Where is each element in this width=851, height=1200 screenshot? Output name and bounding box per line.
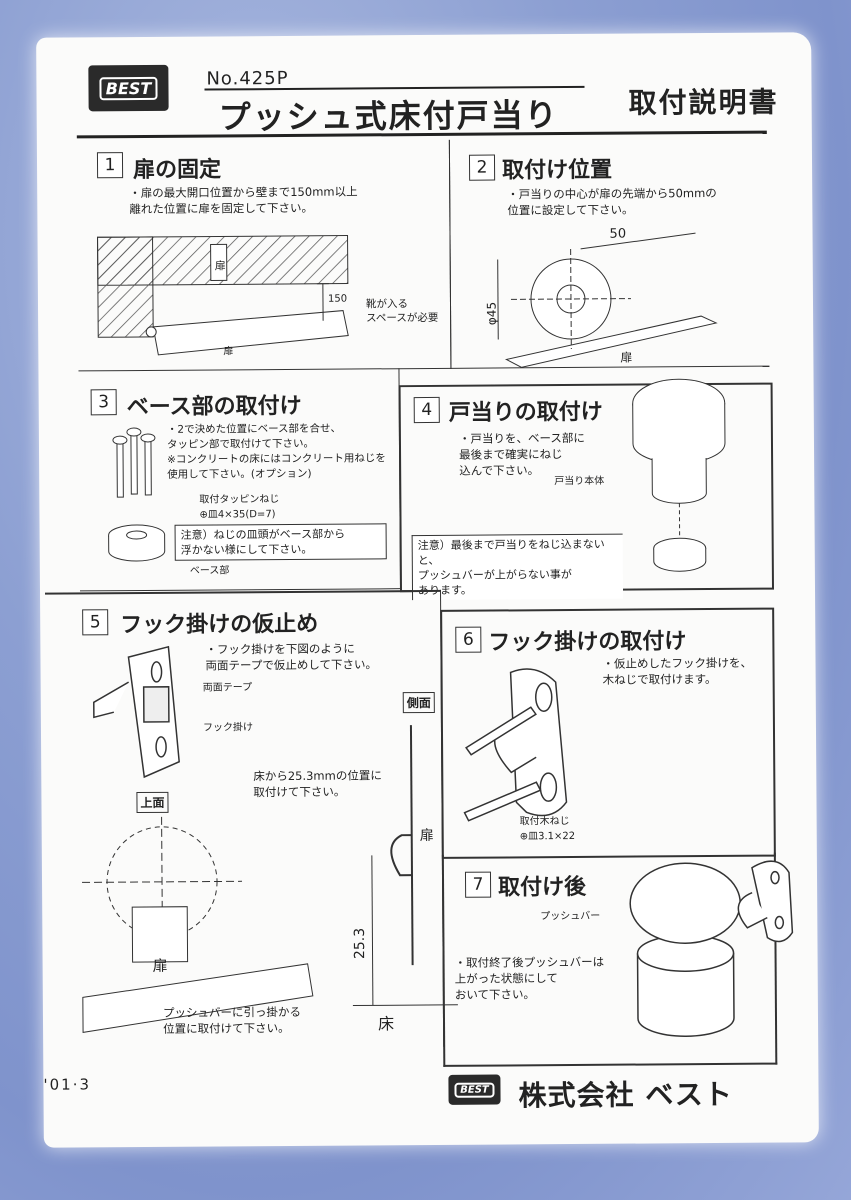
section-6-screw-spec: ⊕皿3.1×22 — [519, 830, 576, 843]
section-5-hook-diagram — [93, 645, 180, 779]
section-1-dim: 150 — [327, 293, 348, 305]
section-5-topview-diagram — [82, 725, 458, 1034]
section-5-position-text: 床から25.3mmの位置に 取付けて下さい。 — [253, 768, 382, 800]
section-5-dim: 25.3 — [351, 927, 369, 960]
section-2-diagram — [497, 232, 718, 368]
section-3-title: ベース部の取付け — [126, 393, 302, 421]
company-name: 株式会社 ベスト — [518, 1077, 733, 1113]
section-5-floor-label: 床 — [377, 1014, 395, 1034]
section-1-door-label: 扉 — [223, 346, 234, 358]
section-2-door-label: 扉 — [620, 350, 633, 365]
section-3-caution: 注意）ねじの皿頭がベース部から 浮かない様にして下さい。 — [174, 523, 387, 561]
page-title: プッシュ式床付戸当り — [218, 96, 559, 137]
footer-brand-logo: BEST — [448, 1074, 501, 1105]
section-5-side-label: 側面 — [402, 691, 435, 714]
footer-brand-text: BEST — [454, 1082, 495, 1098]
section-4-number: 4 — [413, 396, 440, 424]
section-5-title: フック掛けの仮止め — [120, 611, 319, 639]
section-7-title: 取付け後 — [497, 874, 587, 901]
section-5-hook-label: フック掛け — [202, 722, 253, 734]
section-1-number: 1 — [96, 152, 124, 179]
section-4-body-label: 戸当り本体 — [554, 475, 605, 488]
section-3-text: ・2で決めた位置にベース部を合せ、 タッピン部で取付けて下さい。 ※コンクリート… — [166, 422, 386, 481]
section-5-top-label: 上面 — [136, 791, 169, 814]
brand-logo: BEST — [88, 64, 169, 112]
section-4-title: 戸当りの取付け — [448, 399, 603, 426]
section-1-diagram — [97, 235, 349, 356]
section-4-caution: 注意）最後まで戸当りをねじ込まないと、 プッシュバーが上がらない事が あります。 — [411, 533, 624, 601]
brand-logo-text: BEST — [99, 76, 158, 100]
section-2-number: 2 — [468, 154, 496, 181]
section-7-diagram — [629, 860, 794, 1037]
section-2-text: ・戸当りの中心が扉の先端から50mmの 位置に設定して下さい。 — [507, 185, 717, 218]
section-7-number: 7 — [464, 871, 492, 898]
section-5-door-label: 扉 — [152, 956, 168, 975]
instruction-sheet: BEST No.425P プッシュ式床付戸当り 取付説明書 1 扉の固定 ・扉の… — [36, 32, 819, 1148]
model-number: No.425P — [206, 67, 289, 90]
section-1-title: 扉の固定 — [132, 157, 222, 184]
section-5-tape-label: 両面テープ — [202, 682, 253, 694]
section-6-screw-label: 取付木ねじ — [519, 816, 570, 828]
section-1-text: ・扉の最大開口位置から壁まで150mm以上 離れた位置に扉を固定して下さい。 — [129, 184, 358, 217]
section-3-number: 3 — [90, 389, 117, 416]
section-7-text: ・取付終了後プッシュバーは 上がった状態にして おいて下さい。 — [454, 954, 605, 1002]
section-3-screws-diagram — [112, 427, 156, 498]
section-2-dim-diameter: φ45 — [484, 301, 499, 326]
section-5-door2-label: 扉 — [419, 827, 434, 845]
section-2-title: 取付け位置 — [501, 157, 613, 184]
section-2-dim-width: 50 — [609, 226, 627, 242]
section-3-base-label: ベース部 — [189, 565, 230, 577]
section-1-note: 靴が入る スペースが必要 — [365, 298, 439, 325]
section-6-number: 6 — [455, 626, 482, 653]
section-4-diagram — [632, 378, 726, 572]
section-3-screw-label: 取付タッピンねじ — [199, 494, 280, 506]
section-3-screw-spec: ⊕皿4×35(D=7) — [199, 509, 276, 521]
document-type: 取付説明書 — [628, 85, 779, 120]
section-6-title: フック掛けの取付け — [488, 629, 687, 656]
print-date: '01·3 — [43, 1075, 92, 1094]
section-7-bar-label: プッシュバー — [540, 910, 601, 923]
section-1-wall-label: 扉 — [214, 259, 226, 273]
section-3-base-diagram — [108, 524, 166, 562]
section-5-bottom-text: プッシュバーに引っ掛かる 位置に取付けて下さい。 — [162, 1004, 301, 1036]
section-6-text: ・仮止めしたフック掛けを、 木ねじで取付けます。 — [602, 655, 753, 687]
section-5-number: 5 — [82, 609, 109, 636]
section-6-diagram — [463, 668, 568, 822]
